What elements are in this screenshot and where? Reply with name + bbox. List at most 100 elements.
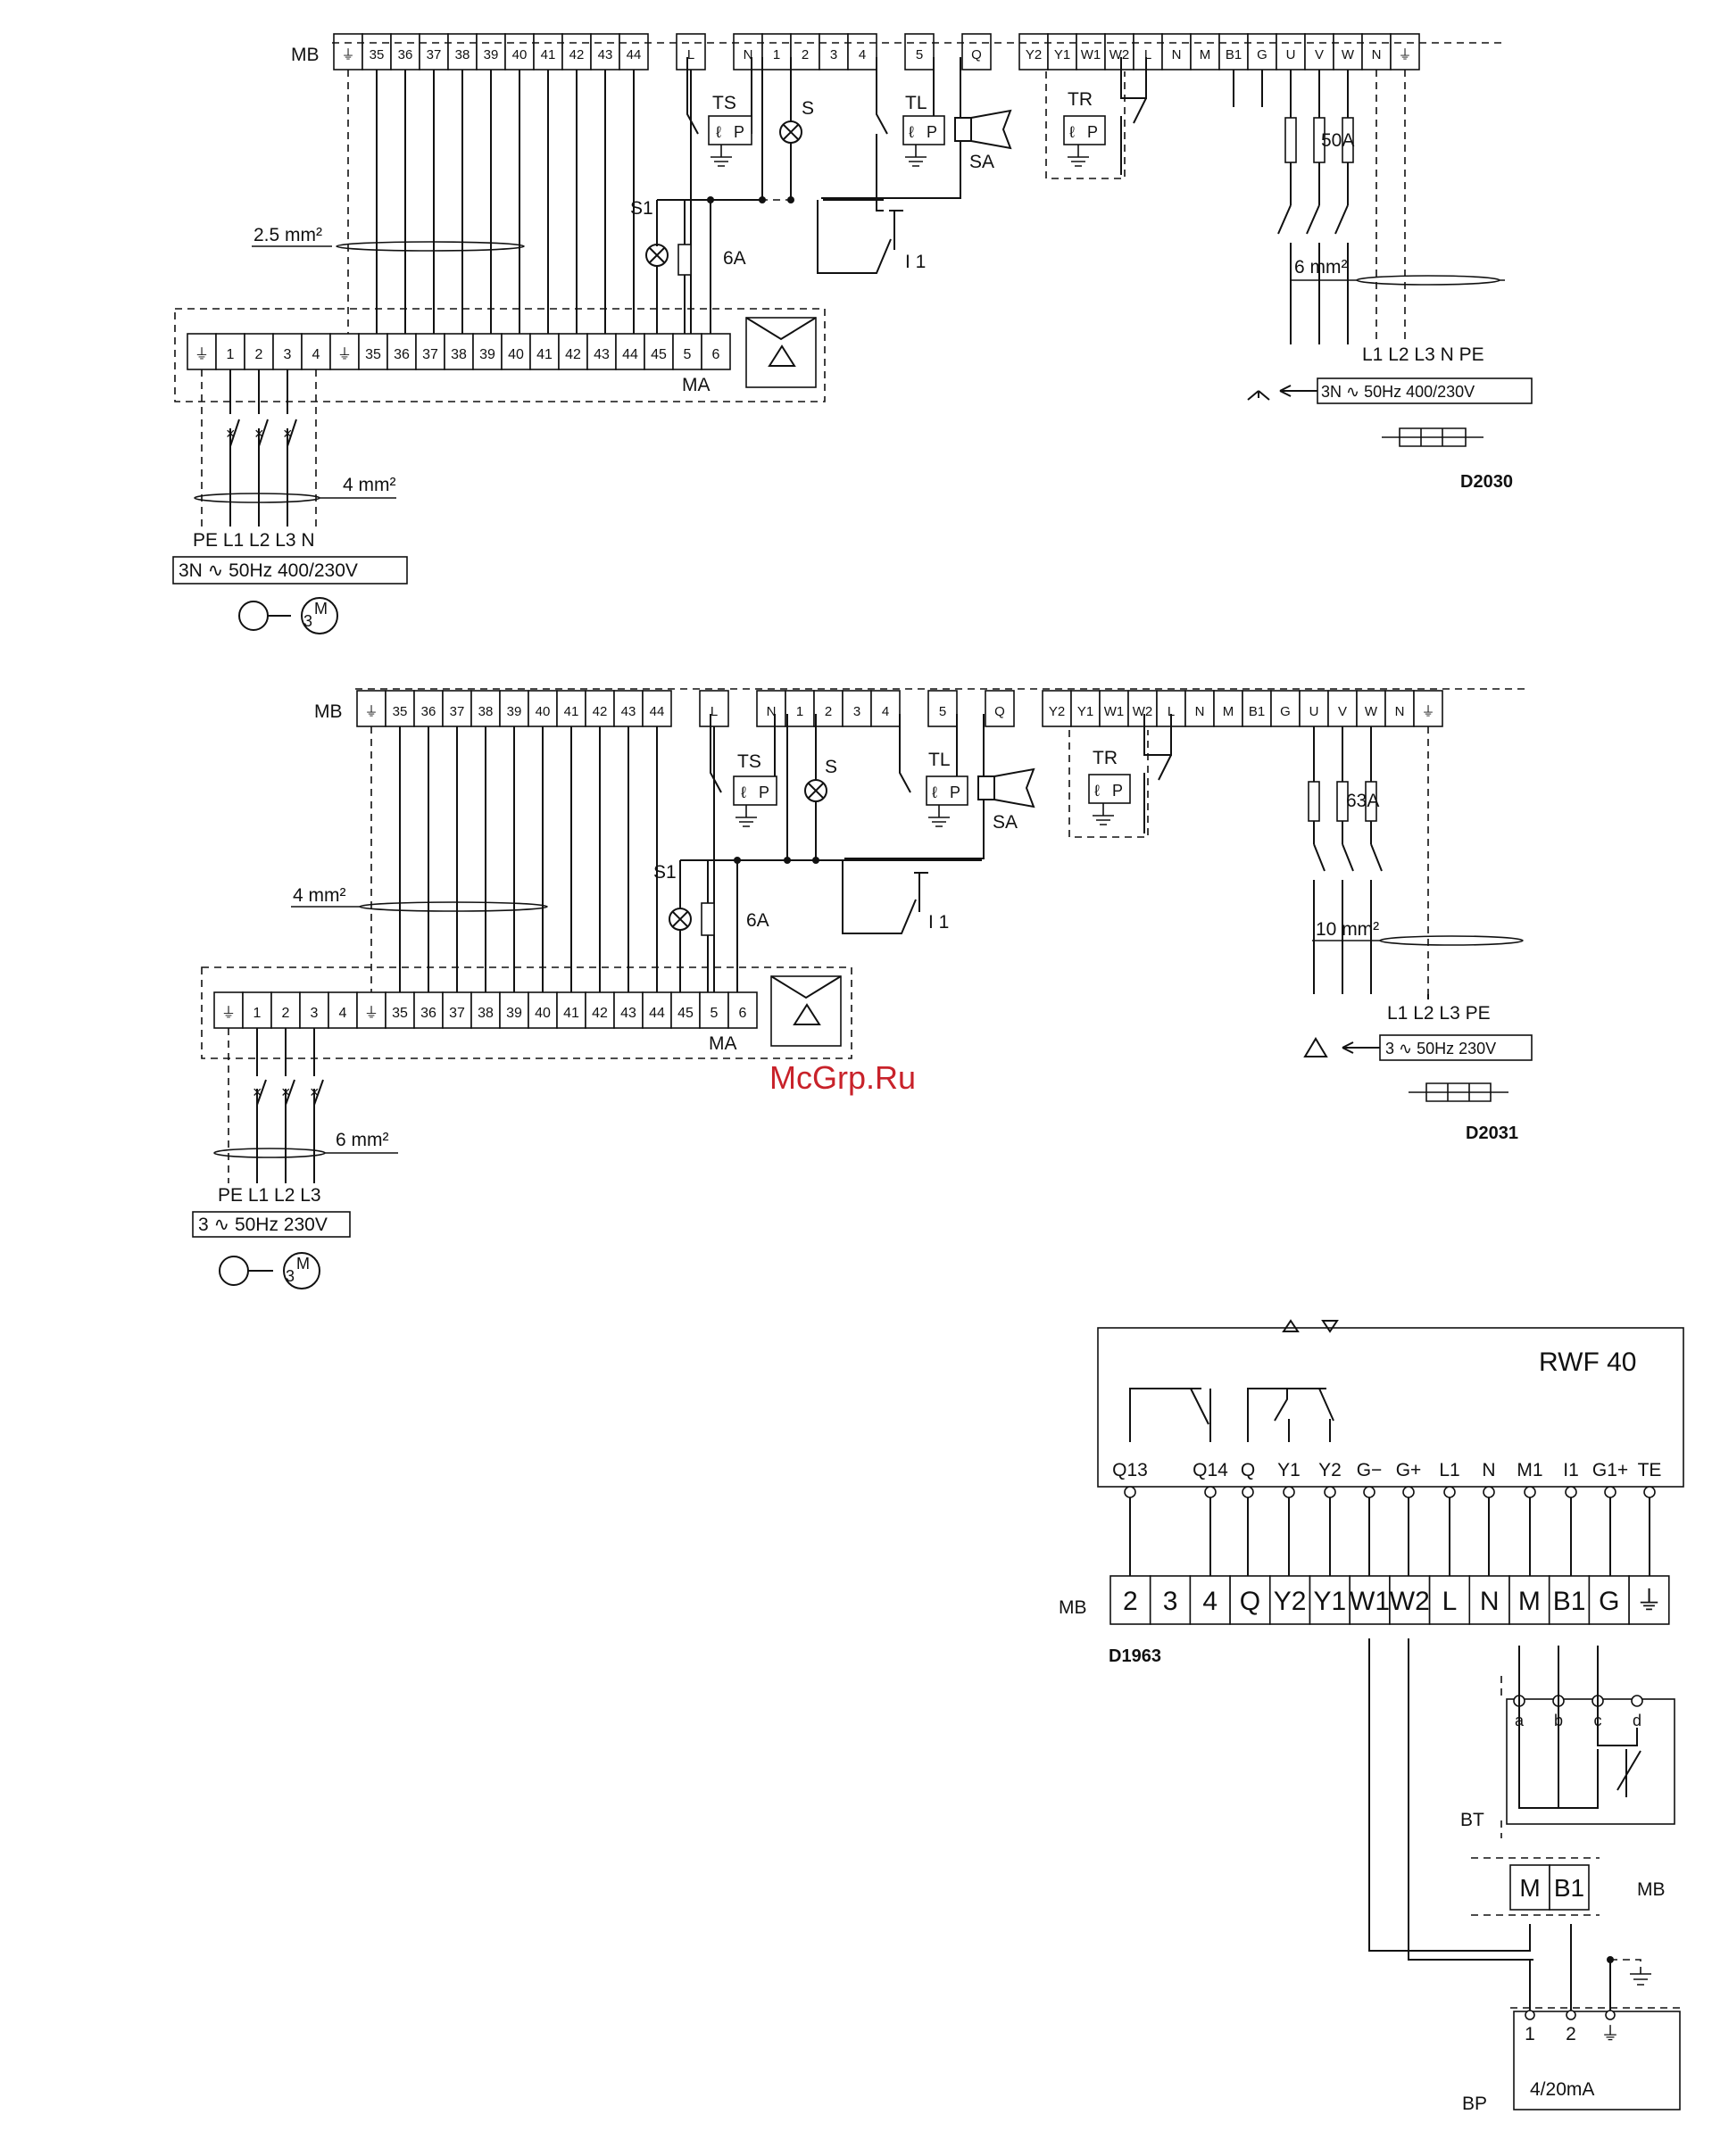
arrow-icon: [1279, 385, 1317, 397]
ma-terminal-label: 4: [312, 347, 320, 362]
mb-ma-wires: [347, 70, 692, 346]
cable-bundle: [359, 901, 548, 912]
mb-terminal-label: 4: [1202, 1587, 1218, 1616]
rwf-terminal-label: Y2: [1318, 1460, 1342, 1480]
bt-terminal-label: d: [1633, 1712, 1641, 1729]
ma-terminal-cell: [501, 333, 531, 370]
cable-supply-label: 6 mm²: [1294, 257, 1348, 278]
mb-terminal-cell: [1247, 33, 1277, 70]
arrow-icon: [1342, 1041, 1380, 1054]
svg-text:ℓ: ℓ: [1094, 782, 1100, 800]
tl-sensor: [926, 775, 968, 806]
mb-terminal-label: M: [1223, 704, 1234, 719]
mb-terminal-cell: [761, 33, 792, 70]
cable-bundle: [336, 241, 525, 252]
s-label: S: [802, 98, 814, 119]
mb-terminal-cell: [870, 690, 901, 727]
svg-text:ℓ: ℓ: [909, 123, 914, 141]
svg-text:P: P: [927, 123, 937, 141]
svg-text:P: P: [950, 784, 960, 801]
rwf-terminal-label: Q: [1241, 1460, 1255, 1480]
mb-terminal-label: 3: [830, 47, 837, 62]
ma-terminal-cell: [413, 991, 444, 1029]
mb-terminal-cell: [1047, 33, 1077, 70]
tl-label: TL: [905, 93, 927, 113]
mb-terminal-label: 3: [853, 704, 860, 719]
mb-label: MB: [314, 701, 343, 722]
mb-terminal-label: ⏚: [364, 704, 378, 719]
mb-terminal-label: G: [1599, 1587, 1619, 1616]
mb-terminal-cell: [1184, 690, 1215, 727]
svg-text:M: M: [314, 600, 328, 618]
mb-terminal-label: Y1: [1313, 1587, 1346, 1616]
mb-terminal-cell: [1076, 33, 1106, 70]
mb-terminal-label: N: [1172, 47, 1182, 62]
mb-terminal-cell: [1327, 690, 1358, 727]
mb-terminal-label: 37: [427, 47, 442, 62]
bp-pressure-sensor: [1513, 2011, 1681, 2110]
ma-terminal-cell: [242, 991, 272, 1029]
mb-terminal-cell: [1508, 1575, 1550, 1625]
ma-terminal-cell: [672, 333, 702, 370]
mb-terminal-label: 37: [450, 704, 465, 719]
ma-terminal-cell: [444, 333, 474, 370]
ma-terminal-label: 37: [449, 1006, 465, 1021]
bp-label: BP: [1462, 2094, 1487, 2114]
rwf-terminal: [1204, 1486, 1217, 1498]
fan-icon: [219, 1256, 249, 1286]
diagram-code: D2030: [1460, 472, 1513, 492]
mb-terminal-label: 36: [398, 47, 413, 62]
mb-terminal-label: W1: [1104, 704, 1125, 719]
rwf-terminal: [1524, 1486, 1536, 1498]
mb-terminal-label: Q: [971, 47, 982, 62]
cable-left-label: 2.5 mm²: [253, 225, 322, 245]
mb-terminal-label: 1: [796, 704, 803, 719]
fuse-6a-label: 6A: [723, 248, 746, 269]
ma-terminal-cell: [586, 333, 617, 370]
ma-terminal-cell: [358, 333, 388, 370]
rwf-terminal-label: G1+: [1592, 1460, 1628, 1480]
mb-terminal-label: 5: [939, 704, 946, 719]
s1-label: S1: [630, 198, 653, 219]
mb-terminal-label: 36: [421, 704, 436, 719]
mb-terminal-label: 2: [802, 47, 809, 62]
mb-terminal-label: U: [1286, 47, 1296, 62]
mb-terminal-label: ⏚: [1635, 1587, 1662, 1616]
mb-terminal-label: ⏚: [341, 47, 354, 62]
lamp-icon: [645, 244, 669, 267]
ma-terminal-label: 39: [479, 347, 495, 362]
mb-terminal-cell: [390, 33, 420, 70]
ma-terminal-label: 42: [592, 1006, 608, 1021]
siren-icon: [977, 714, 1035, 808]
bt-label: BT: [1460, 1810, 1484, 1830]
ma-terminal-label: 1: [227, 347, 235, 362]
svg-text:3: 3: [303, 612, 312, 630]
switch-x-icon: ×: [226, 425, 236, 443]
rwf-terminal: [1324, 1486, 1336, 1498]
bp-terminal: [1566, 2010, 1576, 2020]
ma-terminal-cell: [701, 333, 731, 370]
ma-terminal-label: 1: [253, 1006, 262, 1021]
mb-terminal-cell: [961, 33, 992, 70]
rwf-terminal-label: Q13: [1112, 1460, 1148, 1480]
mb-terminal-cell: [1333, 33, 1363, 70]
mb-terminal-cell: [1384, 690, 1415, 727]
i1-label: I 1: [928, 912, 949, 933]
motor-icon: [283, 1252, 320, 1289]
mb-terminal-cell: [499, 690, 529, 727]
ma-terminal-label: 6: [739, 1006, 747, 1021]
tr-label: TR: [1068, 89, 1093, 110]
mb-terminal-label: 40: [536, 704, 551, 719]
motor-supply-box: [172, 556, 408, 585]
bp-signal: 4/20mA: [1530, 2079, 1594, 2100]
ma-terminal-label: 6: [712, 347, 720, 362]
cable-motor-label: 4 mm²: [343, 475, 396, 495]
mb-terminal-label: N: [1195, 704, 1205, 719]
ma-terminal-label: 5: [684, 347, 692, 362]
ma-terminal-cell: [329, 333, 360, 370]
mb-terminal-label: N: [767, 704, 777, 719]
ts-sensor: [708, 115, 752, 145]
sa-label: SA: [969, 152, 994, 172]
